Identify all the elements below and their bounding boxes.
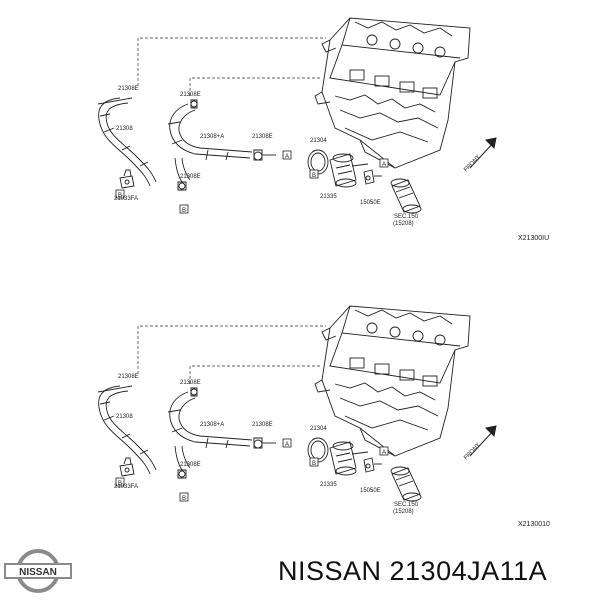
label-hose-a: 21308+A: [200, 134, 224, 140]
label-clamp-upper: 21308E: [180, 92, 201, 98]
oil-cooler-21304: [307, 149, 369, 188]
callout-b-label: B: [118, 481, 122, 487]
part-number-caption: NISSAN 21304JA11A: [278, 556, 548, 586]
callout-a-label: A: [285, 442, 289, 448]
callout-box: [115, 150, 389, 214]
clamp-upper: [190, 387, 198, 397]
clamp-lower: [177, 181, 187, 191]
callout-box: [115, 438, 389, 502]
label-hose-a: 21308+A: [200, 422, 224, 428]
clamp-upper: [190, 99, 198, 109]
leader-dashed: [189, 365, 322, 384]
front-label: FRONT: [463, 154, 482, 173]
callout-b-label: B: [182, 496, 186, 502]
callout-b-label: B: [118, 193, 122, 199]
diagram-code: X21300IU: [518, 235, 549, 242]
label-filter: SEC.150: [394, 502, 419, 508]
front-arrow: [469, 137, 497, 169]
leader-dashed: [137, 325, 326, 374]
label-seal: 21335: [320, 194, 337, 200]
diagram-top: 21308E 21308 21033FA 21308E 21308+A 2130…: [97, 17, 549, 242]
label-clamp-upper: 21308E: [180, 380, 201, 386]
label-hose-mid: 21308: [116, 126, 133, 132]
engine-block: [314, 17, 471, 169]
label-filter-sub: (15208): [393, 221, 414, 227]
engine-block: [314, 305, 471, 457]
clamp-right: [253, 149, 276, 161]
hose-middle: [167, 103, 253, 183]
label-hose-top: 21308E: [118, 86, 139, 92]
hose-left: [97, 385, 157, 475]
connector-15050e: [363, 457, 382, 473]
leader-dashed: [189, 77, 322, 96]
diagram-code: X2130010: [518, 521, 550, 528]
connector-15050e: [363, 169, 382, 185]
hose-left: [97, 97, 157, 187]
label-connector: 15050E: [360, 488, 381, 494]
callout-b-label: B: [312, 173, 316, 179]
hose-middle: [167, 391, 253, 471]
oil-filter: [390, 178, 422, 214]
clamp-right: [253, 437, 276, 449]
callout-a-label: A: [285, 154, 289, 160]
label-fitting: 21033FA: [114, 196, 138, 202]
oil-cooler-21304: [307, 437, 369, 476]
label-connector: 15050E: [360, 200, 381, 206]
leader-dashed: [137, 37, 326, 86]
label-clamp-lower: 21308E: [180, 174, 201, 180]
diagram-bottom: 21308E 21308 21033FA 21308E 21308+A 2130…: [97, 305, 550, 528]
label-clamp-lower: 21308E: [180, 462, 201, 468]
label-hose-mid: 21308: [116, 414, 133, 420]
fitting-21033fa: [119, 457, 135, 477]
label-hose-top: 21308E: [118, 374, 139, 380]
label-fitting: 21033FA: [114, 484, 138, 490]
logo-text: NISSAN: [19, 567, 57, 578]
label-oil-cooler: 21304: [310, 426, 327, 432]
oil-filter: [390, 466, 422, 502]
label-filter: SEC.150: [394, 214, 419, 220]
fitting-21033fa: [119, 169, 135, 189]
label-oil-cooler: 21304: [310, 138, 327, 144]
callout-b-label: B: [312, 461, 316, 467]
callout-a-label: A: [382, 450, 386, 456]
label-clamp-right: 21308E: [252, 134, 273, 140]
label-clamp-right: 21308E: [252, 422, 273, 428]
nissan-logo: NISSAN: [4, 549, 72, 593]
front-arrow: [469, 425, 497, 457]
clamp-lower: [177, 469, 187, 479]
label-seal: 21335: [320, 482, 337, 488]
label-filter-sub: (15208): [393, 509, 414, 515]
front-label: FRONT: [463, 442, 482, 461]
callout-a-label: A: [382, 162, 386, 168]
callout-b-label: B: [182, 208, 186, 214]
